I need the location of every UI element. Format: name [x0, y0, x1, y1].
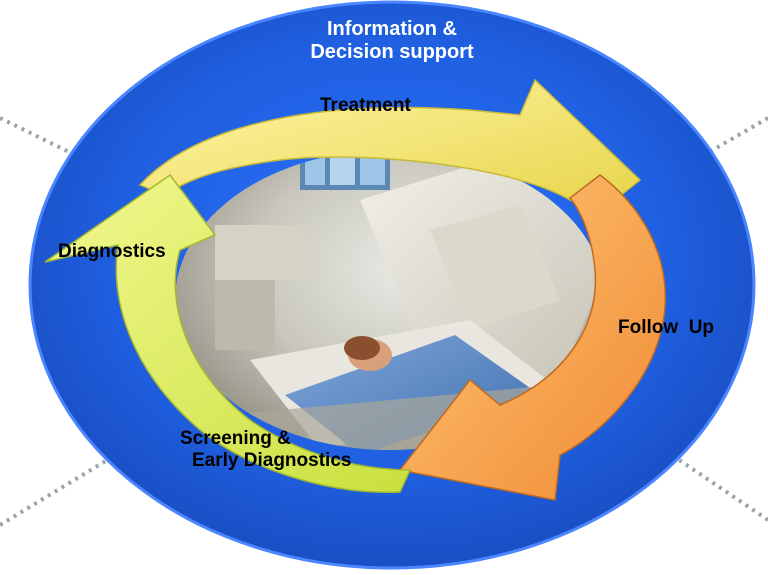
header-line-1: Information &	[327, 18, 457, 40]
screening-line-1: Screening &	[180, 428, 291, 449]
diagnostics-arrow	[44, 173, 412, 493]
information-decision-support-label: Information & Decision support	[262, 18, 522, 64]
treatment-room-photo	[175, 150, 605, 450]
screening-line-2: Early Diagnostics	[192, 450, 352, 471]
screening-label: Screening & Early Diagnostics	[180, 428, 351, 472]
treatment-arrow	[138, 78, 642, 213]
follow-up-arrow	[398, 174, 666, 501]
follow-up-label: Follow Up	[618, 317, 715, 338]
treatment-label: Treatment	[320, 95, 411, 116]
diagnostics-label: Diagnostics	[58, 241, 166, 262]
header-line-2: Decision support	[310, 41, 474, 63]
